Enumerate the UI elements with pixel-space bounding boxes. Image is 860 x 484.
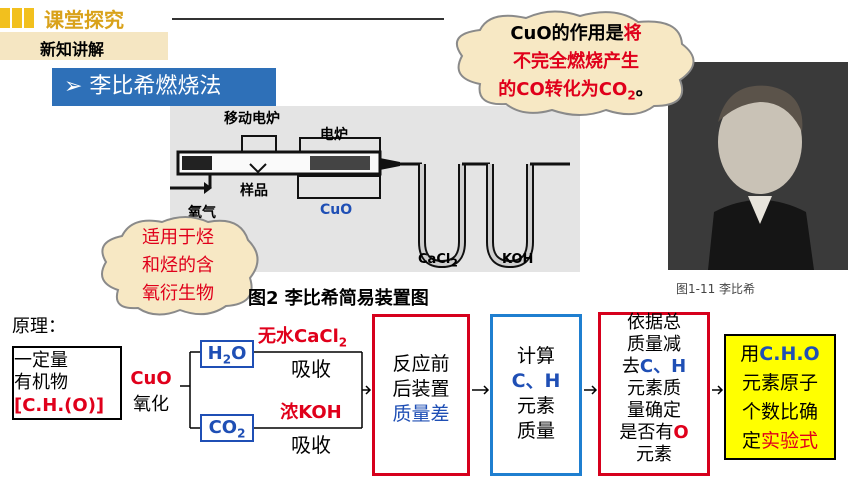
cloud-bubble-left (101, 216, 259, 316)
conc-koh: 浓KOH (280, 402, 342, 423)
oxygen-check-text: 依据总 质量减 去C、H 元素质 量确定 是否有O 元素 (619, 312, 689, 465)
apparatus-diagram: 移动电炉 电炉 样品 氧气 CuO CaCl2 KOH (170, 106, 580, 272)
organic-line3: [C.H.(O)] (14, 395, 105, 416)
section-title: ➢ 李比希燃烧法 (52, 68, 276, 106)
absorb-label-2: 吸收 (291, 433, 331, 457)
co2-box (200, 414, 254, 442)
label-movable-furnace: 移动电炉 (224, 111, 280, 127)
label-koh: KOH (502, 252, 534, 267)
mass-diff-text: 反应前 后装置 质量差 (392, 353, 450, 425)
header-divider (172, 18, 444, 20)
subtitle-text: 新知讲解 (40, 40, 105, 59)
principle-label: 原理： (12, 316, 66, 337)
oxidize-label: 氧化 (133, 394, 169, 415)
empirical-formula-box (724, 334, 836, 460)
liebig-portrait (668, 62, 848, 270)
label-cacl2: CaCl2 (418, 252, 458, 270)
compute-box (490, 314, 582, 476)
organic-line1: 一定量 (14, 350, 68, 371)
anhydrous-cacl2: 无水CaCl2 (258, 326, 348, 350)
cuo-label: CuO (130, 368, 172, 389)
label-electric-furnace: 电炉 (320, 127, 348, 143)
subtitle-tab (0, 32, 168, 60)
header-bars-decoration (0, 8, 36, 28)
empirical-formula-text: 用C.H.O 元素原子 个数比确 定实验式 (740, 343, 820, 452)
label-cuo: CuO (320, 202, 353, 218)
compute-text: 计算 C、H 元素 质量 (511, 345, 561, 442)
portrait-caption: 图1-11 李比希 (676, 282, 756, 296)
cloud-bubble-top (456, 10, 695, 116)
header-title: 课堂探究 (44, 8, 124, 32)
organic-box (12, 346, 122, 420)
apparatus-caption: 图2 李比希简易装置图 (248, 288, 429, 309)
label-sample: 样品 (240, 183, 268, 199)
h2o-box (200, 340, 254, 368)
oxygen-check-box (598, 312, 710, 476)
cloud-left-text: 适用于烃 和烃的含 氧衍生物 (142, 227, 214, 304)
apparatus-drawing (170, 135, 570, 269)
mass-diff-box (372, 314, 470, 476)
h2o-label: H2O (207, 343, 247, 367)
cloud-top-text: CuO的作用是将 不完全燃烧产生 的CO转化为CO2。 (498, 23, 654, 103)
absorb-label-1: 吸收 (291, 357, 331, 381)
organic-line2: 有机物 (14, 372, 68, 393)
co2-label: CO2 (208, 417, 246, 441)
portrait-image (668, 62, 848, 270)
